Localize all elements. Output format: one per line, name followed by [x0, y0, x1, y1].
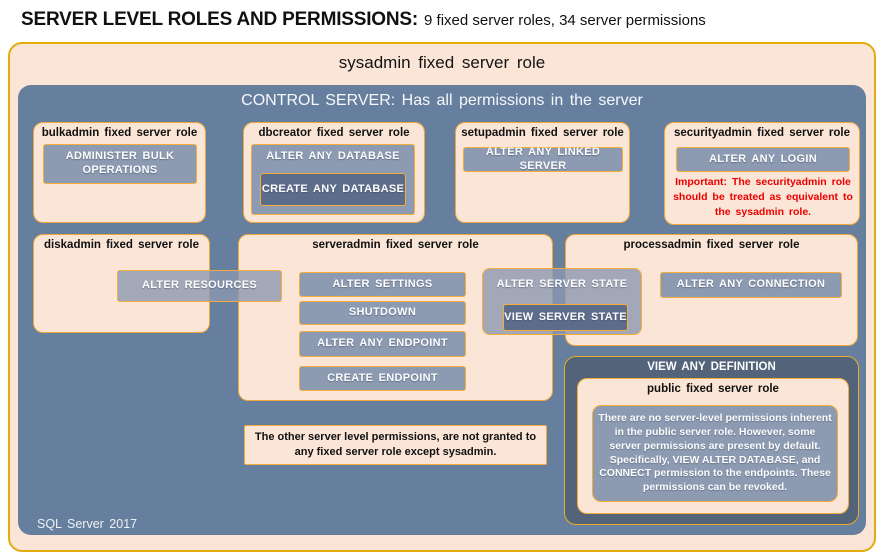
- setupadmin-role-title: setupadmin fixed server role: [461, 127, 624, 139]
- permission-alter-server-state-label: ALTER SERVER STATE: [496, 278, 628, 290]
- dbcreator-role-title: dbcreator fixed server role: [258, 127, 410, 139]
- serveradmin-role-box: serveradmin fixed server role ALTER SETT…: [238, 234, 553, 401]
- other-permissions-note: The other server level permissions, are …: [244, 425, 547, 465]
- permission-alter-any-database-label: ALTER ANY DATABASE: [266, 150, 400, 162]
- page-title: SERVER LEVEL ROLES AND PERMISSIONS: 9 fix…: [21, 9, 861, 31]
- processadmin-role-title: processadmin fixed server role: [623, 239, 800, 251]
- page-title-strong: SERVER LEVEL ROLES AND PERMISSIONS:: [21, 9, 419, 30]
- bulkadmin-role-title: bulkadmin fixed server role: [41, 127, 198, 139]
- permission-alter-any-login: ALTER ANY LOGIN: [676, 147, 850, 172]
- securityadmin-role-title: securityadmin fixed server role: [673, 127, 851, 139]
- permission-alter-settings: ALTER SETTINGS: [299, 272, 466, 297]
- permission-shutdown: SHUTDOWN: [299, 301, 466, 325]
- permission-view-any-definition-label: VIEW ANY DEFINITION: [647, 361, 776, 373]
- page-title-subtitle: 9 fixed server roles, 34 server permissi…: [424, 12, 706, 29]
- permission-alter-any-endpoint: ALTER ANY ENDPOINT: [299, 331, 466, 357]
- public-role-box: public fixed server role There are no se…: [577, 378, 849, 514]
- bulkadmin-role-box: bulkadmin fixed server role ADMINISTER B…: [33, 122, 206, 223]
- securityadmin-role-box: securityadmin fixed server role ALTER AN…: [664, 122, 860, 225]
- setupadmin-role-box: setupadmin fixed server role ALTER ANY L…: [455, 122, 630, 223]
- permission-alter-any-connection: ALTER ANY CONNECTION: [660, 272, 842, 298]
- permission-view-server-state: VIEW SERVER STATE: [503, 304, 628, 331]
- public-role-title: public fixed server role: [647, 383, 779, 395]
- permission-view-any-definition-box: VIEW ANY DEFINITION public fixed server …: [564, 356, 859, 525]
- sql-server-version-label: SQL Server 2017: [37, 517, 138, 531]
- permission-create-endpoint: CREATE ENDPOINT: [299, 366, 466, 391]
- permission-alter-resources: ALTER RESOURCES: [117, 270, 282, 302]
- control-server-label: CONTROL SERVER: Has all permissions in t…: [241, 92, 643, 109]
- permission-create-any-database: CREATE ANY DATABASE: [260, 173, 406, 206]
- permission-alter-any-linked-server: ALTER ANY LINKED SERVER: [463, 146, 623, 172]
- serveradmin-role-title: serveradmin fixed server role: [312, 239, 479, 251]
- sysadmin-role-label: sysadmin fixed server role: [338, 53, 546, 72]
- diskadmin-role-title: diskadmin fixed server role: [44, 239, 199, 251]
- dbcreator-role-box: dbcreator fixed server role ALTER ANY DA…: [243, 122, 425, 223]
- permission-alter-any-database: ALTER ANY DATABASE CREATE ANY DATABASE: [251, 144, 415, 215]
- public-role-description: There are no server-level permissions in…: [592, 405, 838, 502]
- permission-alter-server-state: ALTER SERVER STATE VIEW SERVER STATE: [482, 268, 642, 335]
- securityadmin-important-note: Important: The securityadmin role should…: [673, 176, 853, 219]
- permission-administer-bulk-operations: ADMINISTER BULK OPERATIONS: [43, 144, 197, 184]
